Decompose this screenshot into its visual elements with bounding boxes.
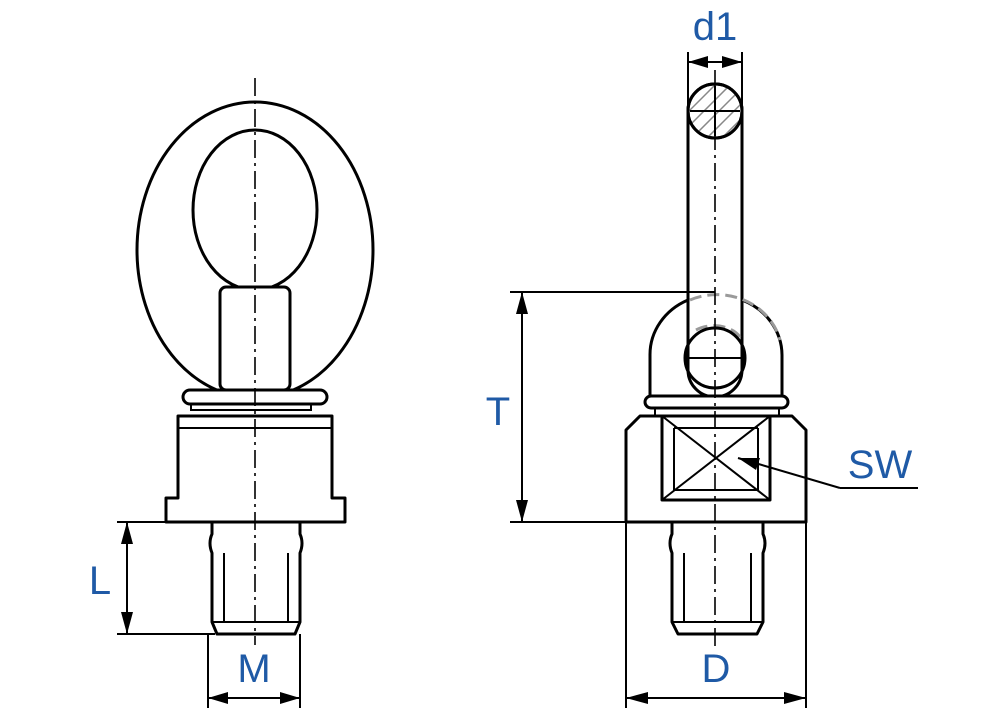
- swivel-head: [648, 298, 690, 397]
- label-t: T: [486, 390, 510, 434]
- body-right: [624, 414, 808, 524]
- front-view: [135, 78, 375, 645]
- bolt: [208, 520, 304, 636]
- dimension-sw: SW: [737, 443, 918, 489]
- dimension-t: T: [486, 291, 715, 523]
- side-view: [624, 70, 808, 650]
- body: [164, 414, 347, 524]
- label-m: M: [237, 647, 270, 691]
- dimension-m: M: [207, 634, 301, 708]
- dimension-d: D: [625, 522, 807, 708]
- bolt-right: [668, 520, 767, 636]
- washer-lower: [190, 403, 312, 411]
- label-d1: d1: [693, 5, 738, 49]
- hidden-outline: [689, 293, 782, 341]
- hex-socket: [660, 414, 772, 502]
- label-sw: SW: [848, 443, 913, 487]
- dimension-l: L: [89, 521, 215, 635]
- washer-right: [643, 394, 790, 410]
- label-d: D: [702, 647, 731, 691]
- label-l: L: [89, 559, 111, 603]
- dimension-d1: d1: [687, 5, 743, 111]
